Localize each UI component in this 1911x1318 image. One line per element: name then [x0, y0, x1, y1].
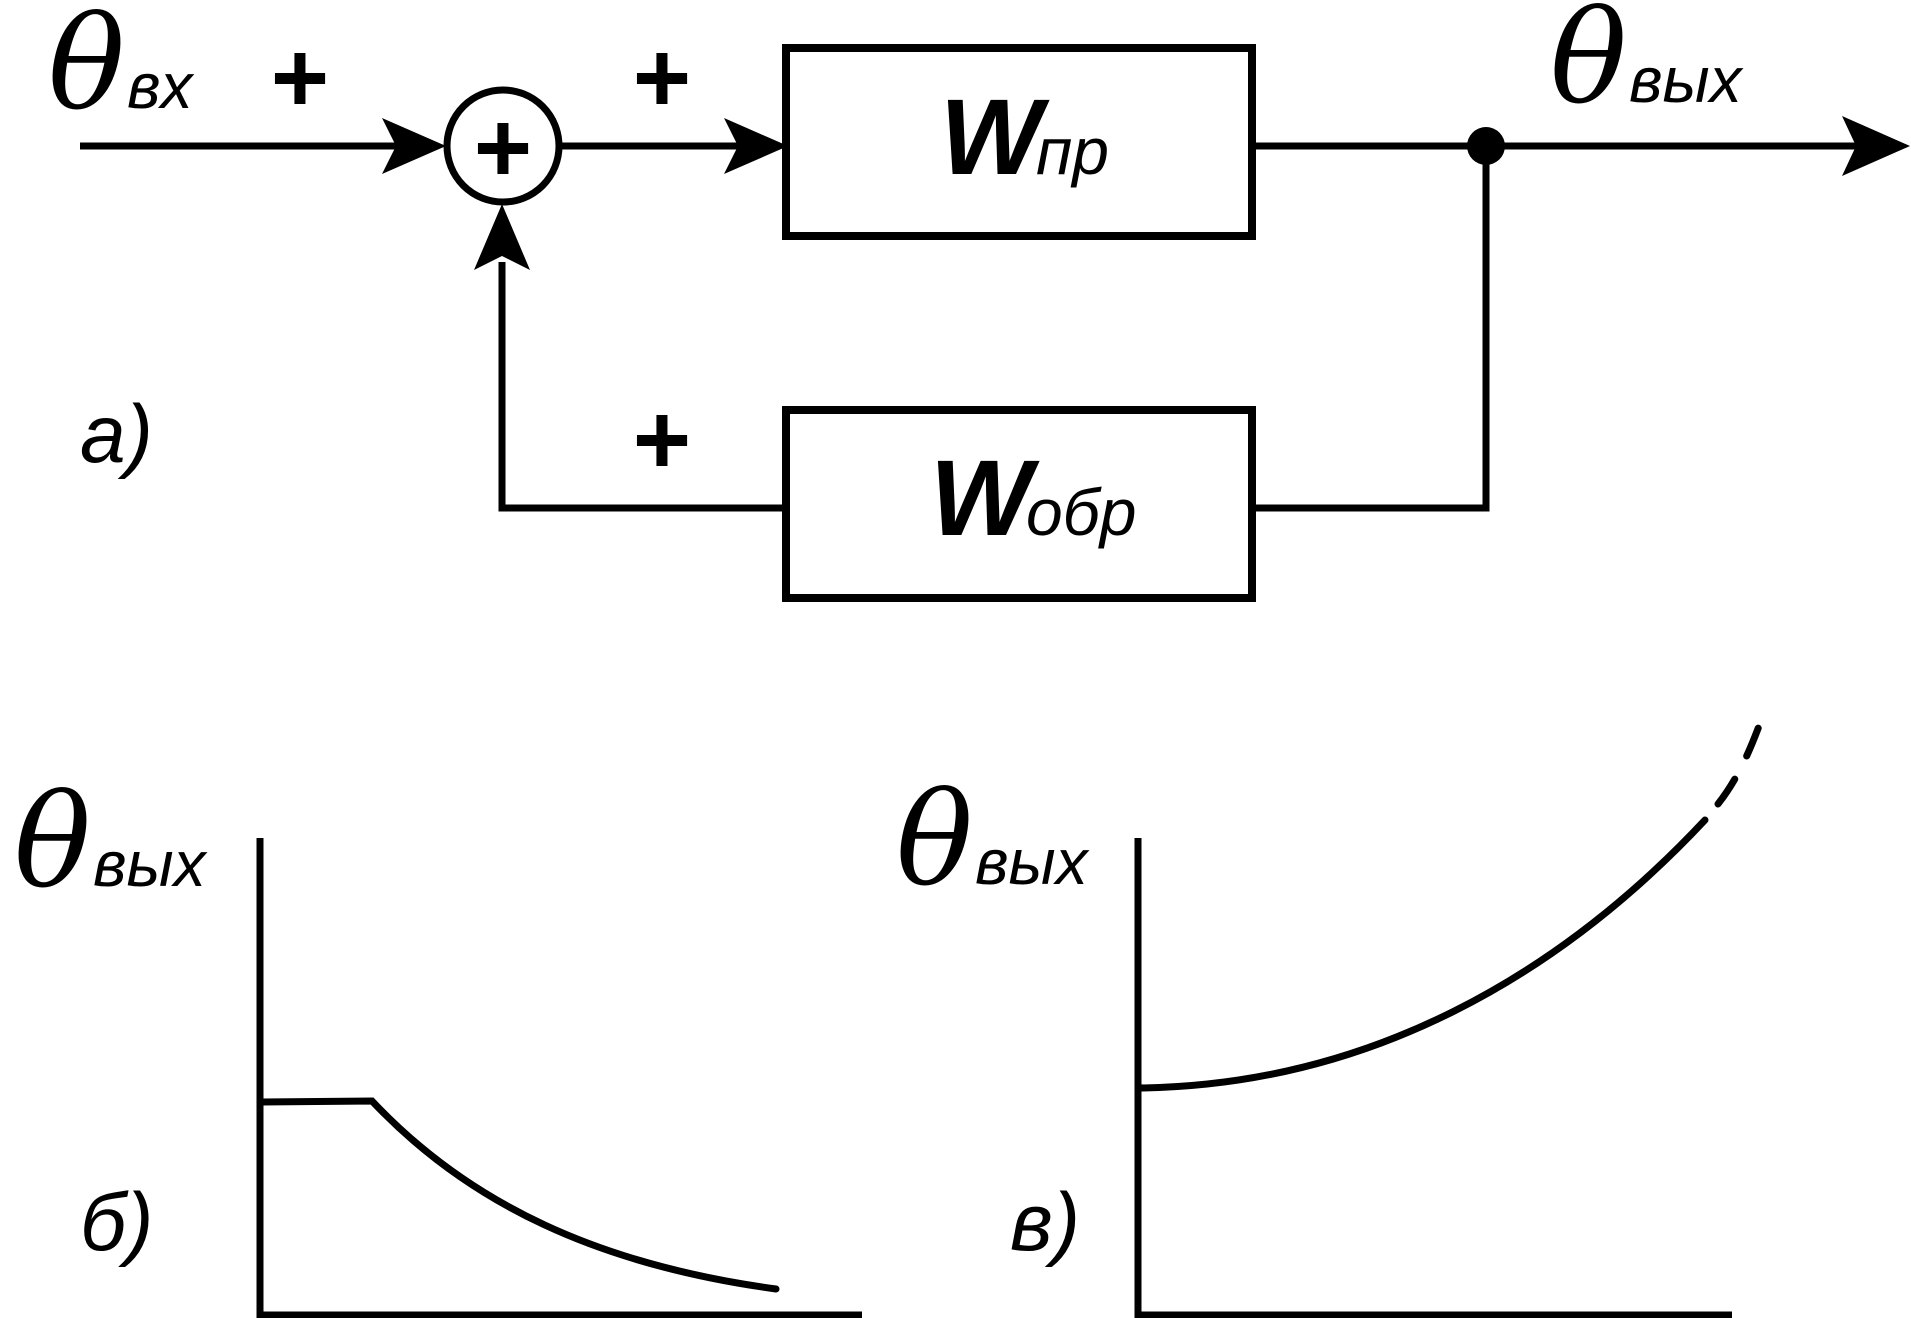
- panel-label-c: в): [1010, 1177, 1080, 1268]
- graph-b-curve: [258, 1097, 780, 1293]
- input-plus-sign: +: [271, 22, 329, 134]
- graph-c-panel: θвых в): [896, 714, 1766, 1318]
- panel-label-a: а): [80, 389, 153, 480]
- panel-label-b: б): [80, 1177, 153, 1268]
- feedback-plus-sign: +: [633, 384, 691, 496]
- graph-c-y-axis-label: θвых: [896, 766, 1090, 915]
- summer-plus-sign: +: [474, 92, 532, 204]
- graph-c-curve: [1136, 816, 1709, 1092]
- graph-b-y-axis-label: θвых: [14, 768, 208, 917]
- graph-b-axes: [256, 838, 862, 1318]
- forward-plus-sign: +: [633, 22, 691, 134]
- feedback-output-line: [498, 262, 786, 512]
- output-arrowhead: [1842, 116, 1910, 176]
- output-signal-label: θвых: [1550, 0, 1744, 133]
- input-arrowhead: [382, 118, 446, 174]
- forward-block-label: Wпр: [940, 76, 1109, 197]
- block-diagram-panel: θвх + + + Wпр θвых Wобр: [48, 0, 1910, 602]
- feedback-return-line: [1252, 146, 1490, 512]
- feedback-arrowhead: [474, 204, 530, 270]
- graph-c-axes: [1134, 838, 1732, 1318]
- forward-block: [782, 44, 1256, 240]
- feedback-block: [782, 406, 1256, 602]
- graph-b-panel: θвых б): [14, 768, 862, 1318]
- feedback-block-label: Wобр: [930, 437, 1136, 558]
- input-signal-label: θвх: [48, 0, 194, 139]
- forward-arrowhead: [724, 118, 788, 174]
- graph-c-curve-dashed-continuation: [1714, 714, 1766, 808]
